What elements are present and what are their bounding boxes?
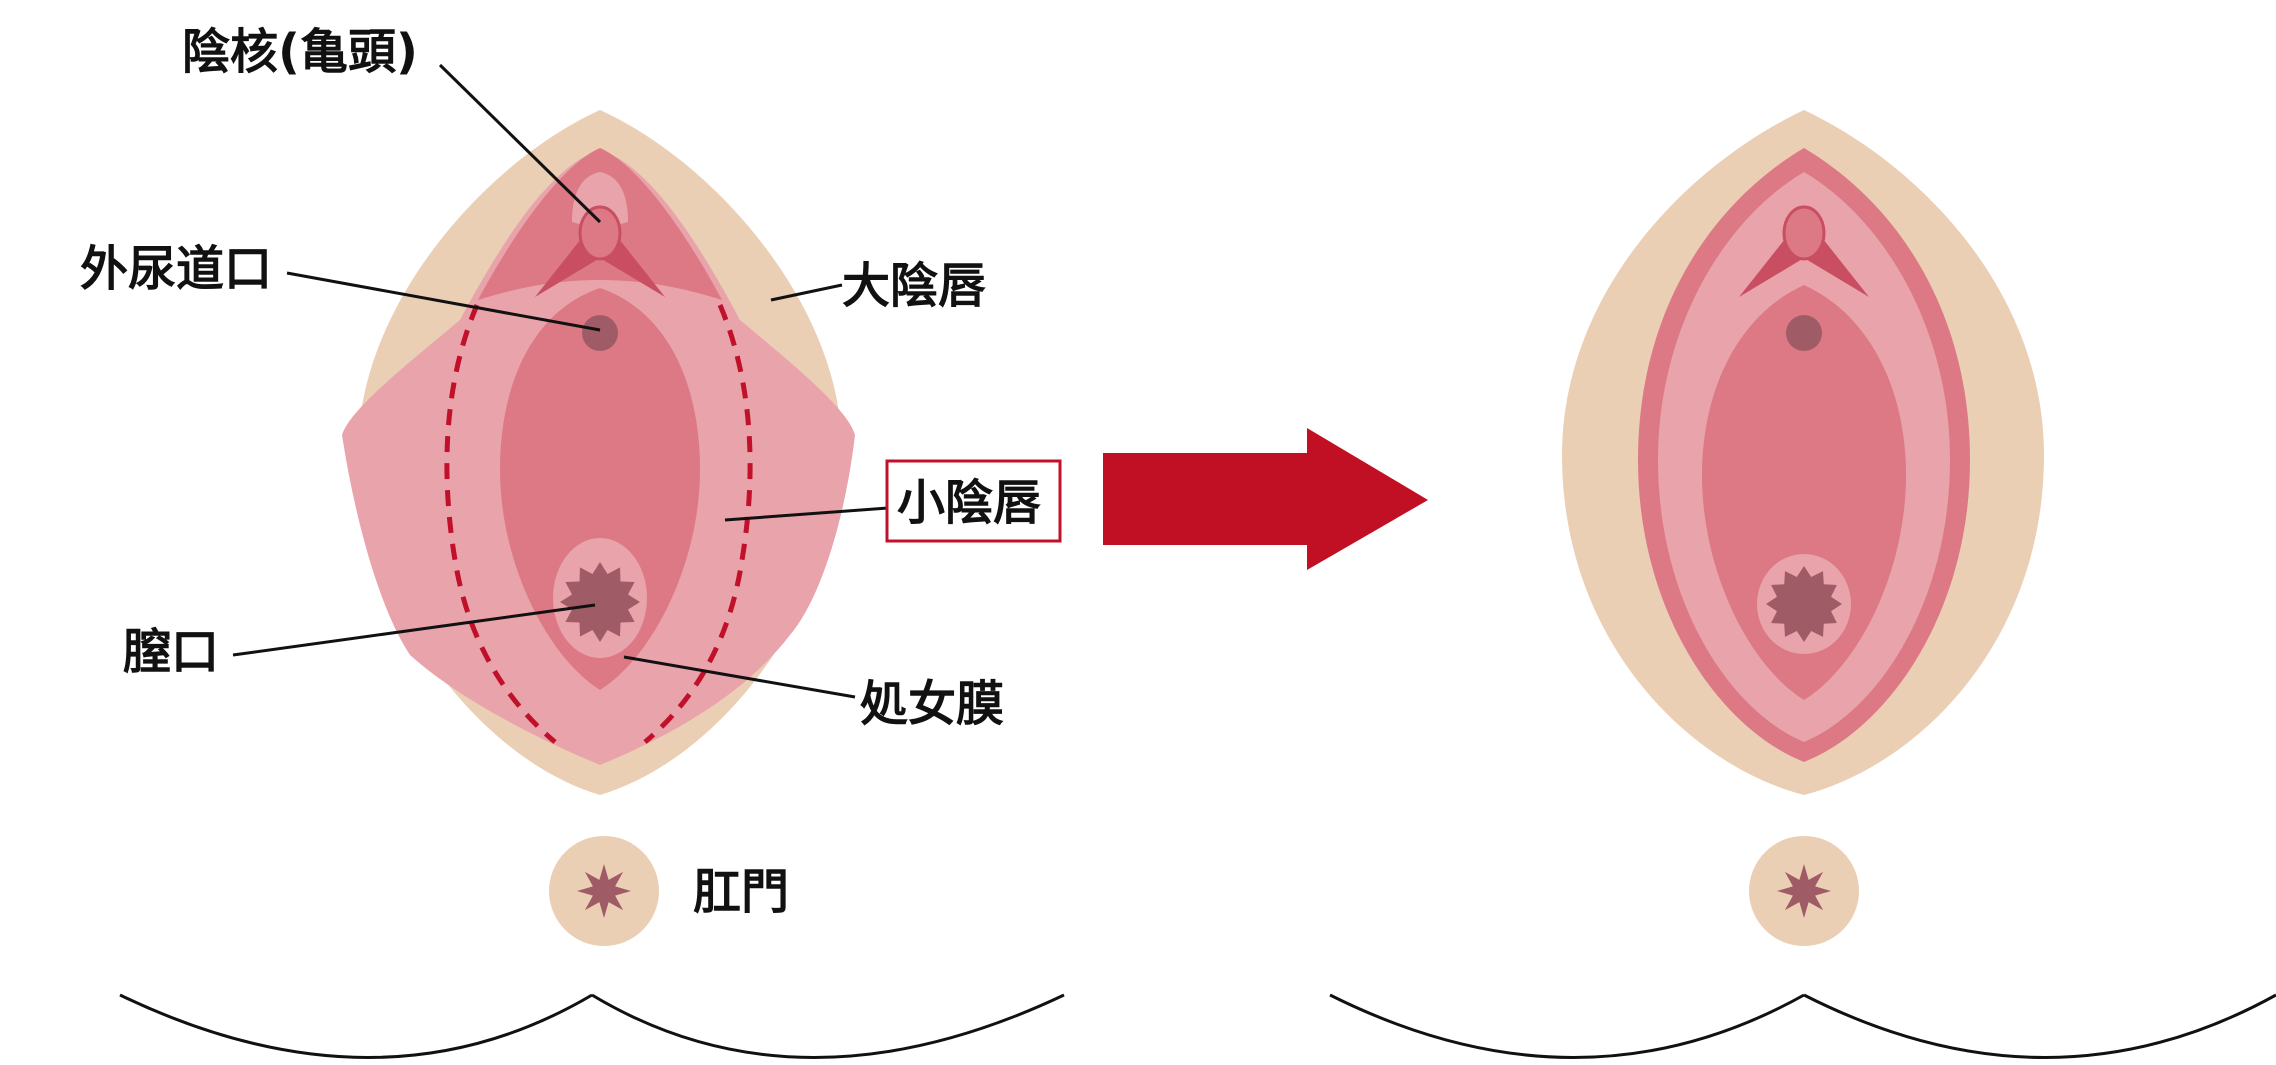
- after-right-buttock-curve: [1803, 993, 2276, 1059]
- transition-arrow: [1103, 428, 1428, 570]
- anus-star: [577, 864, 631, 918]
- labia-majora-label: 大陰唇: [842, 258, 986, 314]
- right-buttock-curve: [591, 993, 1065, 1059]
- vaginal-leader-line: [232, 603, 596, 657]
- after-left-buttock-curve: [1329, 993, 1805, 1059]
- after-clitoris-glans-shape: [1782, 205, 1826, 261]
- hymen-label: 処女膜: [860, 676, 1004, 732]
- after-vestibule-shape: [1702, 285, 1906, 700]
- vaginal-opening-label: 膣口: [123, 624, 219, 680]
- clitoris-glans-shape: [578, 205, 622, 261]
- left-cut-line: [444, 304, 557, 744]
- after-vaginal-opening-star: [1766, 566, 1842, 642]
- labia-minora-leader-line: [724, 506, 889, 522]
- urethral-opening-label: 外尿道口: [80, 241, 272, 297]
- left-buttock-curve: [119, 993, 593, 1059]
- vestibule-shape: [500, 288, 700, 690]
- hymen-leader-line: [623, 655, 856, 699]
- labia-majora-leader-line: [770, 283, 843, 302]
- after-urethral-opening-shape: [1786, 315, 1822, 351]
- after-anus-star: [1777, 864, 1831, 918]
- clitoris-glans-label: 陰核(亀頭): [182, 24, 418, 80]
- after-illustration: [1329, 110, 2276, 1059]
- urethral-leader-line: [286, 271, 601, 332]
- labia-minora-highlight-box: [885, 459, 1062, 543]
- urethral-opening-shape: [582, 315, 618, 351]
- anus-label: 肛門: [693, 864, 789, 920]
- before-illustration: [119, 110, 1065, 1059]
- vaginal-opening-star: [560, 562, 640, 642]
- clitoris-leader-line: [438, 63, 602, 224]
- labia-minora-label: 小陰唇: [897, 475, 1041, 531]
